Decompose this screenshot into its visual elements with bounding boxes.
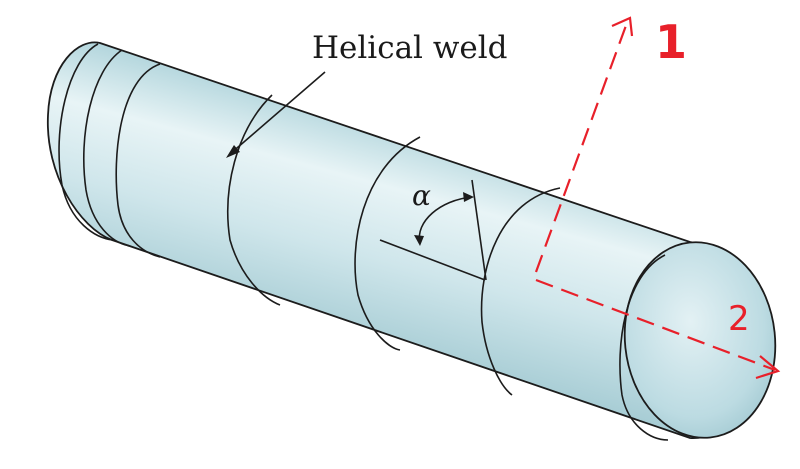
- weld-direction-line: [471, 179, 487, 281]
- left-end-arc-1: [58, 43, 114, 241]
- weld-leader-arrowhead: [226, 145, 240, 158]
- left-end-arc-2: [83, 49, 131, 247]
- angle-arrowhead-top: [463, 192, 474, 202]
- axis-2-arrowhead: [755, 355, 781, 380]
- axis-1-label: 1: [655, 15, 687, 69]
- weld-leader-line: [229, 71, 326, 155]
- angle-label: α: [412, 179, 431, 212]
- axis-2-line: [535, 278, 776, 372]
- right-end-inner-arc: [619, 254, 669, 441]
- helical-weld-seam-2: [354, 136, 421, 351]
- axis-annotations: 1 2: [534, 15, 781, 380]
- axis-1-line: [534, 19, 630, 273]
- helical-weld-label: Helical weld: [312, 30, 507, 66]
- helical-weld-seam-1: [227, 94, 281, 306]
- left-end-arc-3: [115, 63, 161, 258]
- angle-arrowhead-bottom: [414, 235, 424, 246]
- helical-weld-seam-3: [480, 187, 561, 396]
- reference-line: [379, 239, 486, 281]
- axis-2-label: 2: [728, 299, 750, 339]
- right-end-cap: [623, 241, 777, 439]
- axis-1-arrowhead: [611, 16, 634, 37]
